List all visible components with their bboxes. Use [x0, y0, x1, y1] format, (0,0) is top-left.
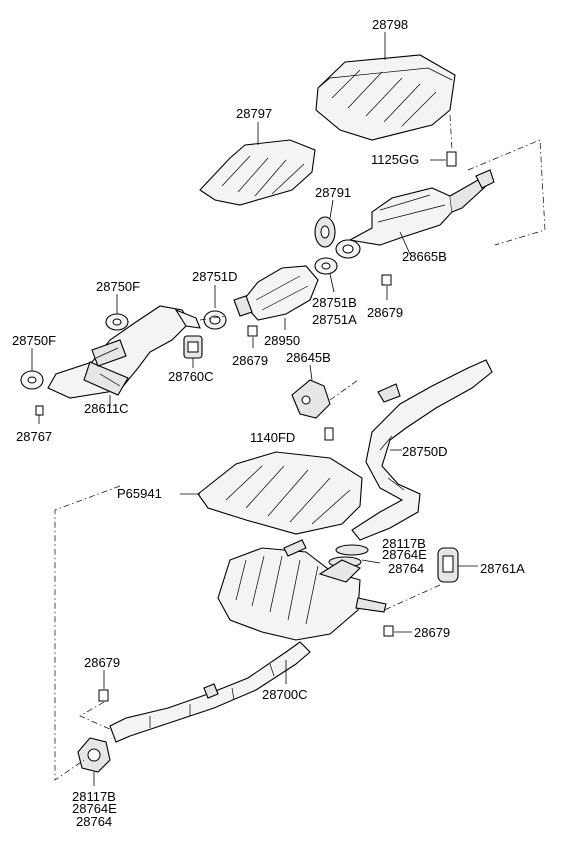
nut-28679-lower [98, 689, 109, 702]
flange-28750f-top [105, 313, 129, 331]
manifold-28611c [47, 305, 201, 399]
label-28645b: 28645B [286, 350, 331, 365]
gasket-28117b-bottom [77, 737, 111, 773]
label-1125gg: 1125GG [371, 152, 419, 167]
label-28117b-bottom: 28117B [72, 789, 116, 804]
label-p65941: P65941 [117, 486, 162, 501]
label-28798: 28798 [372, 17, 408, 32]
label-1140fd: 1140FD [250, 430, 295, 445]
dash-28645b [329, 379, 359, 401]
dash-converter-outline [467, 139, 546, 246]
label-28797: 28797 [236, 106, 272, 121]
leader-28665b [399, 231, 411, 255]
dash-1125gg [449, 114, 453, 151]
gasket-28751b [335, 239, 361, 259]
label-28700c: 28700C [262, 687, 308, 702]
bracket-28645b [291, 379, 331, 419]
label-28679-mid: 28679 [232, 353, 268, 368]
label-28791: 28791 [315, 185, 351, 200]
muffler [217, 539, 387, 641]
converter-28950 [233, 265, 319, 321]
label-28750d: 28750D [402, 444, 448, 459]
label-28761a: 28761A [480, 561, 525, 576]
label-28750f-top: 28750F [96, 279, 140, 294]
heat-shield-28797 [199, 139, 316, 206]
flange-28750f-left [20, 370, 44, 390]
bolt-1140fd [324, 427, 334, 441]
hanger-28791 [314, 216, 336, 248]
label-28117b-right: 28117B [382, 536, 426, 551]
label-28760c: 28760C [168, 369, 214, 384]
label-28764-right: 28764 [388, 561, 424, 576]
leader-28791 [329, 199, 334, 219]
label-28679-lower: 28679 [84, 655, 120, 670]
stud-28767 [35, 405, 44, 424]
label-28950: 28950 [264, 333, 300, 348]
hanger-28761a [437, 547, 459, 583]
leader-28117b-right [361, 559, 381, 564]
label-28764e-right: 28764E [382, 547, 427, 562]
label-28665b: 28665B [402, 249, 447, 264]
label-28611c: 28611C [84, 401, 129, 416]
gasket-28751a [314, 257, 338, 275]
label-28751b: 28751B [312, 295, 357, 310]
pipe-28700c [109, 641, 311, 743]
hanger-28760c [183, 335, 203, 359]
dash-lower-nut [79, 701, 113, 731]
label-28679-right: 28679 [414, 625, 450, 640]
nut-28679-upper [381, 274, 392, 286]
gasket-28751d [203, 310, 227, 330]
label-28751a: 28751A [312, 312, 357, 327]
pipe-28750d [351, 359, 493, 541]
dash-28761a [379, 584, 441, 613]
bolt-1125gg [430, 151, 457, 167]
converter-pipe-28665b [348, 169, 495, 246]
leader-28645b [309, 364, 313, 381]
label-28764e-bottom: 28764E [72, 801, 117, 816]
label-28751d: 28751D [192, 269, 238, 284]
label-28764-bottom: 28764 [76, 814, 112, 829]
dash-left-outline [54, 485, 121, 781]
label-28750f-left: 28750F [12, 333, 56, 348]
heat-shield-p65941 [197, 451, 363, 535]
heat-shield-28798 [315, 54, 456, 141]
nut-28679-mid [247, 325, 258, 337]
nut-28679-right [383, 625, 394, 637]
leader-28751b [329, 273, 335, 293]
dash-28751d [199, 315, 227, 321]
label-28679-upper: 28679 [367, 305, 403, 320]
label-28767: 28767 [16, 429, 52, 444]
